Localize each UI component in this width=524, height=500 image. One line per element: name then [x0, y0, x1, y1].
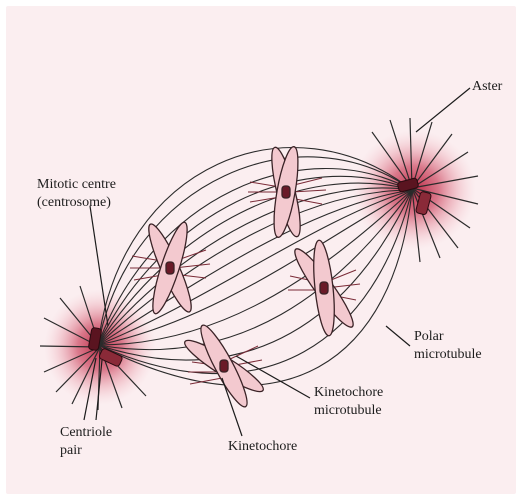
label-centriole: Centriole — [60, 425, 112, 440]
chromosome-right — [289, 239, 360, 336]
label-centriole-pair: pair — [60, 443, 82, 458]
label-kinetochore-mt: Kinetochore — [314, 385, 383, 400]
label-kinetochore: Kinetochore — [228, 439, 297, 454]
label-centrosome: (centrosome) — [37, 195, 111, 210]
label-polar-microtubule: microtubule — [414, 347, 482, 362]
label-kinetochore-mt-2: microtubule — [314, 403, 382, 418]
label-polar: Polar — [414, 329, 444, 344]
label-aster: Aster — [472, 79, 503, 94]
label-mitotic-centre: Mitotic centre — [37, 177, 116, 192]
